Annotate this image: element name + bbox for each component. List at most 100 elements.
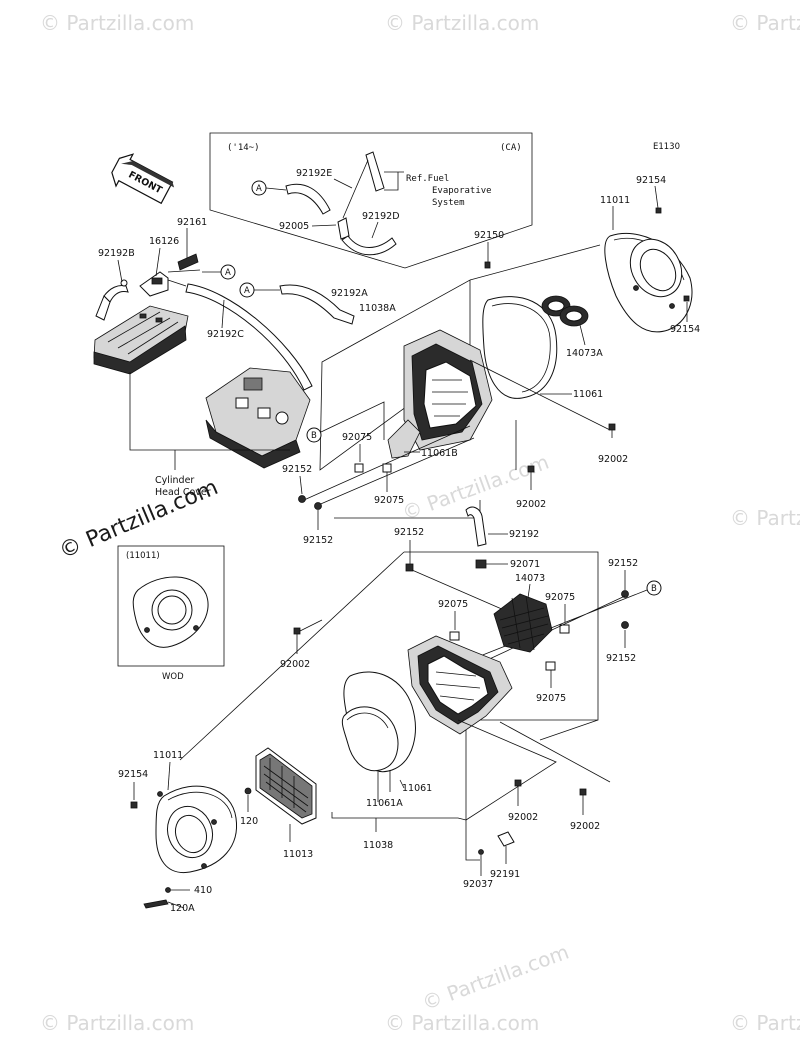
watermark-bottom-center: © Partzilla.com: [419, 940, 572, 1015]
label-14073: 14073: [515, 573, 545, 584]
inset-hose-vertical: [365, 151, 385, 192]
bolt-92152-right: [621, 590, 629, 598]
label-14073a: 14073A: [566, 348, 603, 359]
front-arrow: FRONT: [111, 153, 175, 205]
watermark-bottom-left: © Partzilla.com: [40, 1011, 194, 1035]
label-92192a: 92192A: [331, 288, 368, 299]
clamp-120: [244, 787, 252, 795]
label-11061b: 11061B: [421, 448, 458, 459]
label-16126: 16126: [149, 236, 179, 247]
watermark-top-right: © Partzilla.com: [730, 11, 800, 35]
nut-92071: [475, 559, 487, 569]
label-92002-r2: 92002: [516, 499, 546, 510]
label-92075-d: 92075: [438, 599, 468, 610]
screw-92154-top: [655, 207, 662, 214]
collar-92075-e: [545, 661, 556, 671]
hose-92192: [465, 506, 487, 547]
label-92002-r1: 92002: [598, 454, 628, 465]
label-92152-right: 92152: [608, 558, 638, 569]
label-92152-left2: 92152: [303, 535, 333, 546]
inset-region-label: (CA): [500, 143, 522, 153]
label-92152-right2: 92152: [606, 653, 636, 664]
circle-b-left-label: B: [311, 431, 317, 441]
bolt-92152-right2: [621, 621, 629, 629]
label-11013: 11013: [283, 849, 313, 860]
label-92192b: 92192B: [98, 248, 135, 259]
bolt-120a: [143, 899, 169, 909]
inset-circle-a-label: A: [256, 184, 262, 194]
watermark-top-mid: © Partzilla.com: [385, 11, 539, 35]
inset-year-label: ('14~): [227, 143, 260, 153]
label-92071: 92071: [510, 559, 540, 570]
cylinder-head-cover-line1: Cylinder: [155, 475, 194, 486]
collar-92075-b: [382, 463, 392, 473]
label-92002-b2: 92002: [570, 821, 600, 832]
watermark-mid-right: © Partzilla.com: [730, 506, 800, 530]
bolt-92150: [484, 261, 491, 269]
bolt-92152-mid: [405, 563, 414, 572]
wod-part-label: (11011): [126, 551, 160, 561]
bolt-92002-left: [293, 627, 301, 635]
label-11038: 11038: [363, 840, 393, 851]
bolt-92152-left: [298, 495, 306, 503]
washer-410: [165, 887, 171, 893]
collar-92075-d: [449, 631, 460, 641]
bolt-92002-r1: [608, 423, 616, 431]
label-92005: 92005: [279, 221, 309, 232]
inset-ca: ('14~) (CA) Ref.Fuel Evaporative System …: [209, 132, 533, 269]
label-410: 410: [194, 885, 212, 896]
clamp-92037: [478, 849, 484, 855]
ref-label-line2: Evaporative: [432, 186, 492, 196]
screw-92154-bot: [130, 801, 138, 809]
label-92075-a: 92075: [342, 432, 372, 443]
cylinder-head-cover-line2: Head Cover: [155, 487, 211, 498]
clip-92161: [177, 253, 199, 271]
label-92154-right: 92154: [670, 324, 700, 335]
wod-caption: WOD: [162, 672, 184, 682]
label-92192: 92192: [509, 529, 539, 540]
label-92075-c: 92075: [545, 592, 575, 603]
label-92154-bot: 92154: [118, 769, 148, 780]
hose-92192a: [279, 284, 355, 325]
label-92192c: 92192C: [207, 329, 244, 340]
lower-assembly: 92192 92071 92152 14073 92075 92075 9215…: [118, 506, 662, 914]
circle-b-left: [306, 427, 322, 443]
watermark-bottom-mid: © Partzilla.com: [385, 1011, 539, 1035]
watermarks: © Partzilla.com © Partzilla.com © Partzi…: [40, 11, 800, 1035]
hose-92192c: [185, 283, 313, 391]
bolt-92002-r2: [527, 465, 535, 473]
label-92192d: 92192D: [362, 211, 400, 222]
label-92002-left: 92002: [280, 659, 310, 670]
label-92037: 92037: [463, 879, 493, 890]
filter-11061a: [341, 706, 399, 772]
seal-14073a: [541, 295, 589, 327]
label-11061-top: 11061: [573, 389, 603, 400]
bolt-92152-left2: [314, 502, 322, 510]
label-92150: 92150: [474, 230, 504, 241]
element-14073: [493, 593, 553, 653]
ref-label-line3: System: [432, 198, 465, 208]
circle-b-right: [646, 580, 662, 596]
collar-92075-a: [354, 463, 364, 473]
watermark-top-left: © Partzilla.com: [40, 11, 194, 35]
label-92161: 92161: [177, 217, 207, 228]
circle-b-right-label: B: [651, 584, 657, 594]
diagram-code: E1130: [653, 142, 680, 152]
label-120: 120: [240, 816, 258, 827]
circle-a-mid-label: A: [225, 268, 231, 278]
collar-92075-c: [559, 624, 570, 634]
label-11011-top: 11011: [600, 195, 630, 206]
label-92002-b1: 92002: [508, 812, 538, 823]
label-92191: 92191: [490, 869, 520, 880]
watermark-bottom-right: © Partzilla.com: [730, 1011, 800, 1035]
label-92075-b: 92075: [374, 495, 404, 506]
filter-11061-upper: [482, 296, 558, 399]
circle-a-right-label: A: [244, 286, 250, 296]
label-92192e: 92192E: [296, 168, 332, 179]
label-92152-mid: 92152: [394, 527, 424, 538]
inset-hose-92192e: [285, 183, 331, 215]
ref-label-line1: Ref.Fuel: [406, 174, 449, 184]
plug-92191: [497, 831, 515, 847]
element-11061b: [387, 419, 421, 459]
